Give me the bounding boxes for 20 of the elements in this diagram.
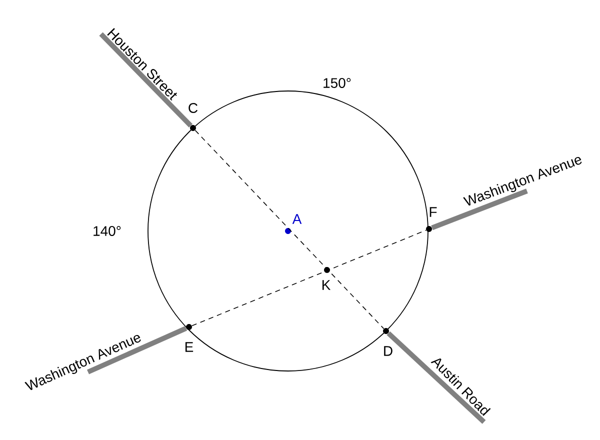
point: K [322, 267, 331, 290]
point: A [285, 214, 302, 234]
road-line [386, 331, 486, 424]
road-line [86, 326, 188, 374]
node-label: E [185, 342, 194, 352]
point: F [426, 207, 437, 232]
dashed-line [194, 130, 384, 330]
point: D [383, 328, 392, 356]
angle-label: 150° [324, 78, 351, 88]
dashed-line [192, 230, 426, 326]
node-label: D [384, 346, 392, 356]
road-line [431, 188, 528, 230]
node-label: A [292, 214, 302, 224]
angle-label: 140° [94, 226, 121, 236]
point: C [188, 103, 198, 131]
point: E [185, 324, 194, 352]
road-line [99, 32, 193, 128]
node-label: K [322, 280, 331, 290]
node-label: C [188, 103, 198, 113]
node-label: F [430, 207, 437, 217]
